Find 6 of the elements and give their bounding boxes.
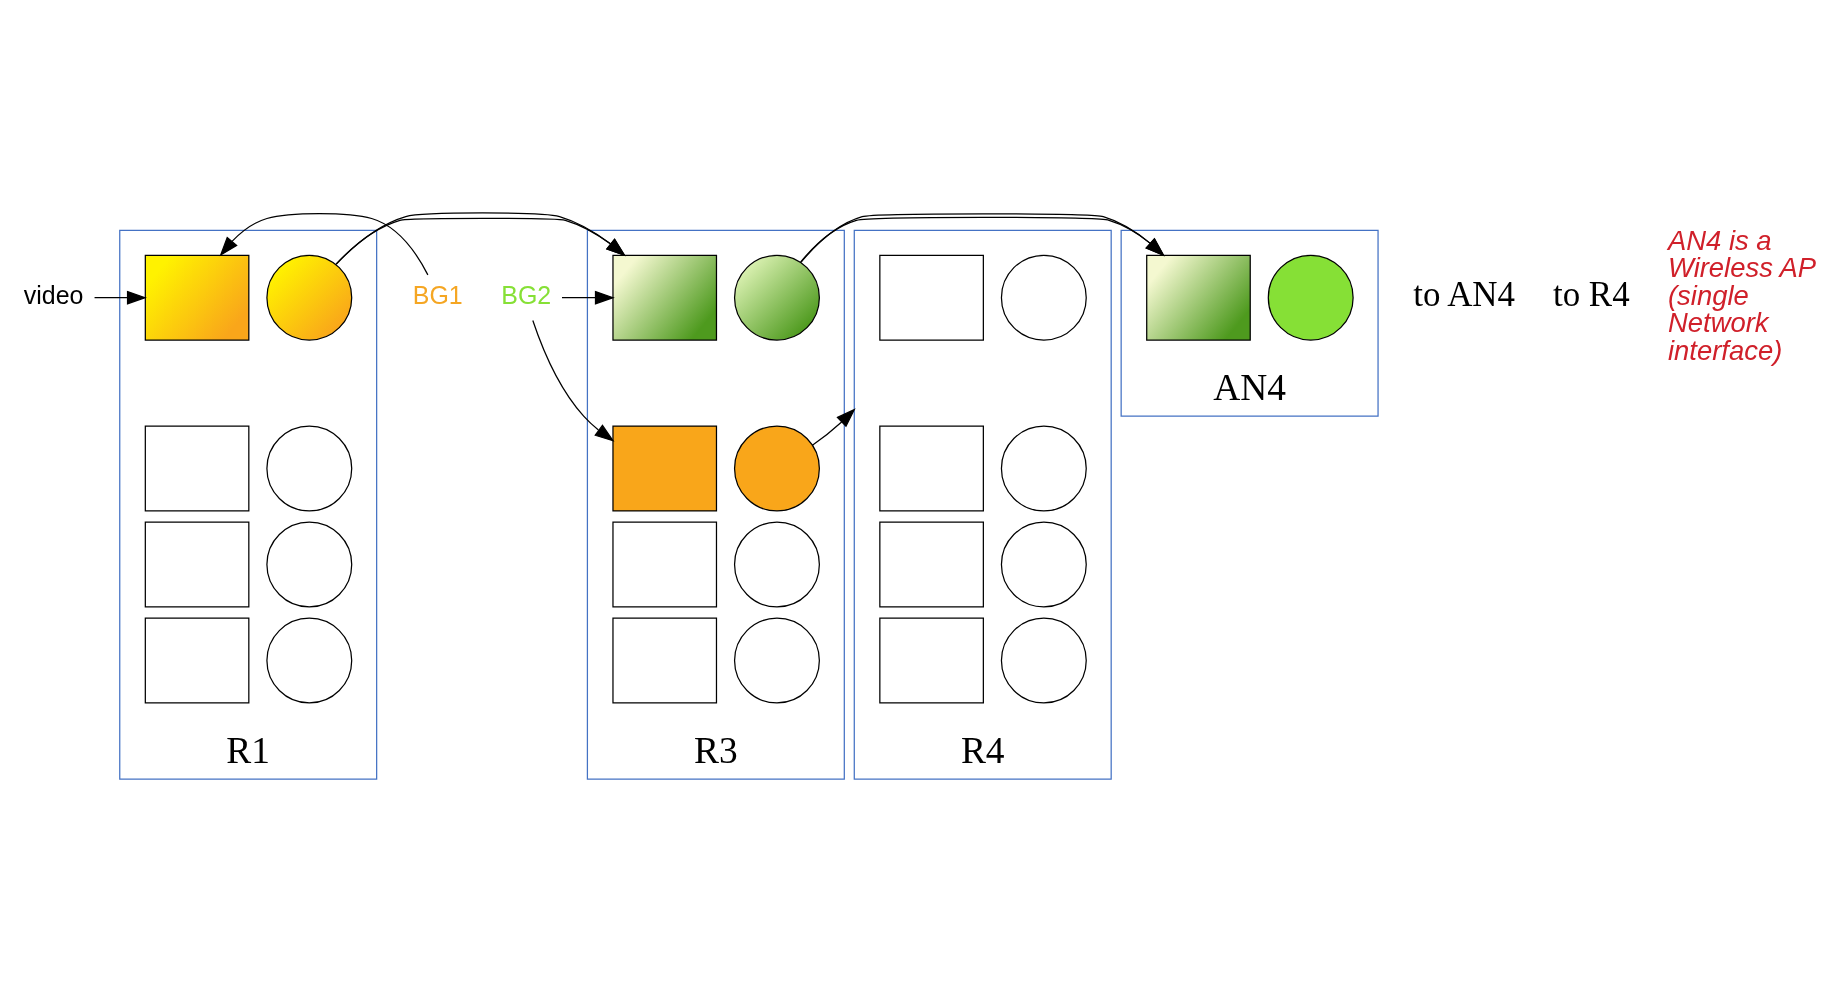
label: AN4 is a Wireless AP (single Network interface) — [1668, 224, 1817, 366]
label: to AN4 — [1413, 274, 1516, 314]
label: to R4 — [1552, 274, 1630, 314]
node-text: BG1 — [412, 280, 463, 309]
node-text: video — [23, 280, 84, 309]
node-text: BG2 — [501, 280, 552, 309]
